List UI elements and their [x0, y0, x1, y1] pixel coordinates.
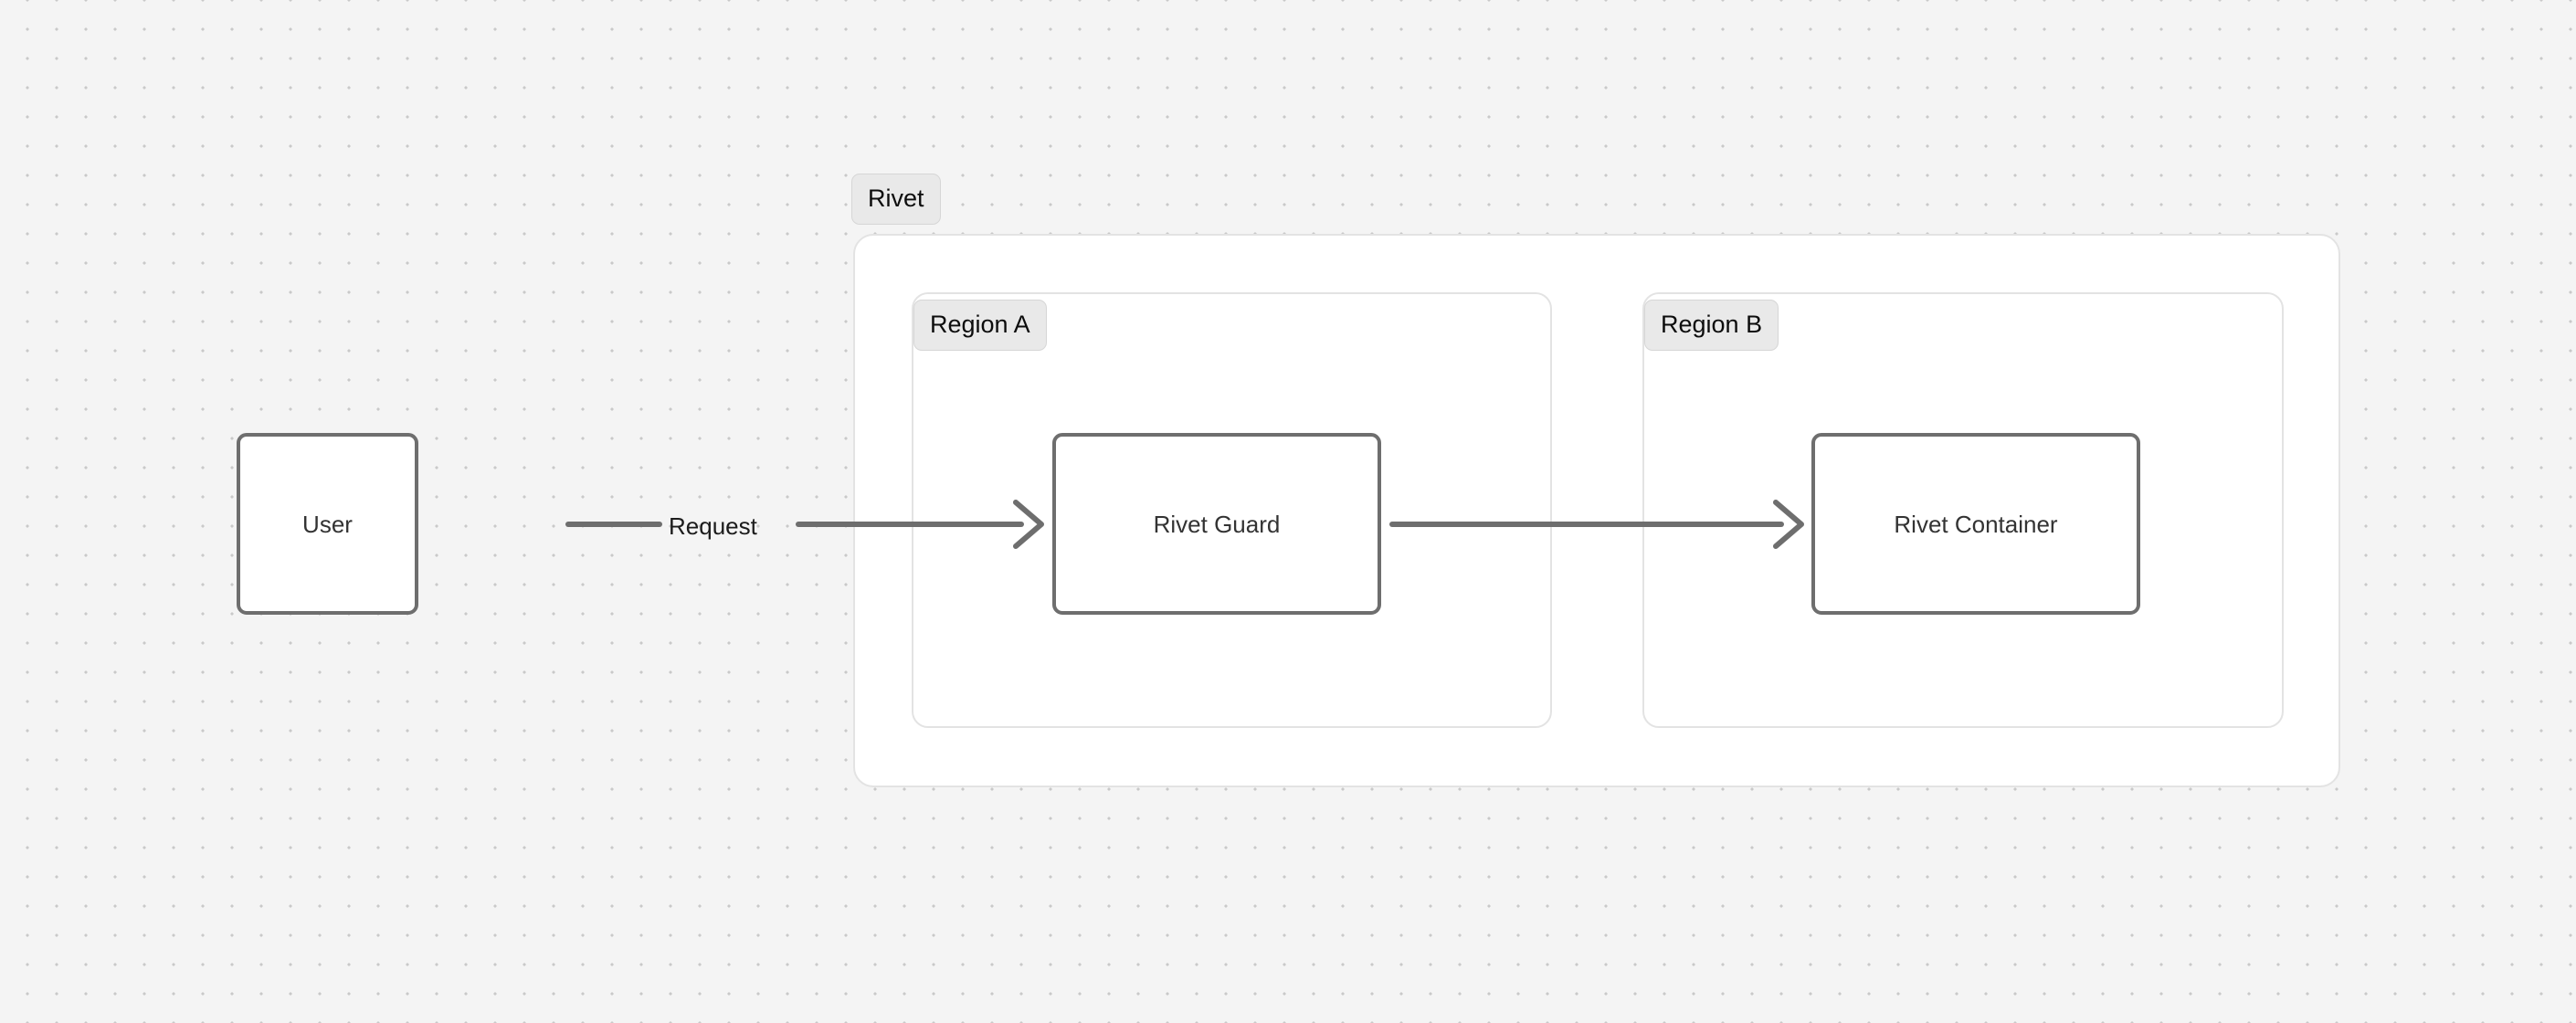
edge-label-request: Request — [669, 512, 757, 540]
node-rivet-guard-label: Rivet Guard — [1153, 510, 1281, 538]
group-label-rivet[interactable]: Rivet — [851, 174, 941, 225]
node-user[interactable]: User — [237, 433, 418, 615]
group-label-region-b[interactable]: Region B — [1644, 300, 1779, 351]
group-label-region-a[interactable]: Region A — [913, 300, 1047, 351]
node-rivet-guard[interactable]: Rivet Guard — [1052, 433, 1381, 615]
node-user-label: User — [302, 510, 353, 538]
node-rivet-container[interactable]: Rivet Container — [1811, 433, 2140, 615]
node-rivet-container-label: Rivet Container — [1894, 510, 2058, 538]
